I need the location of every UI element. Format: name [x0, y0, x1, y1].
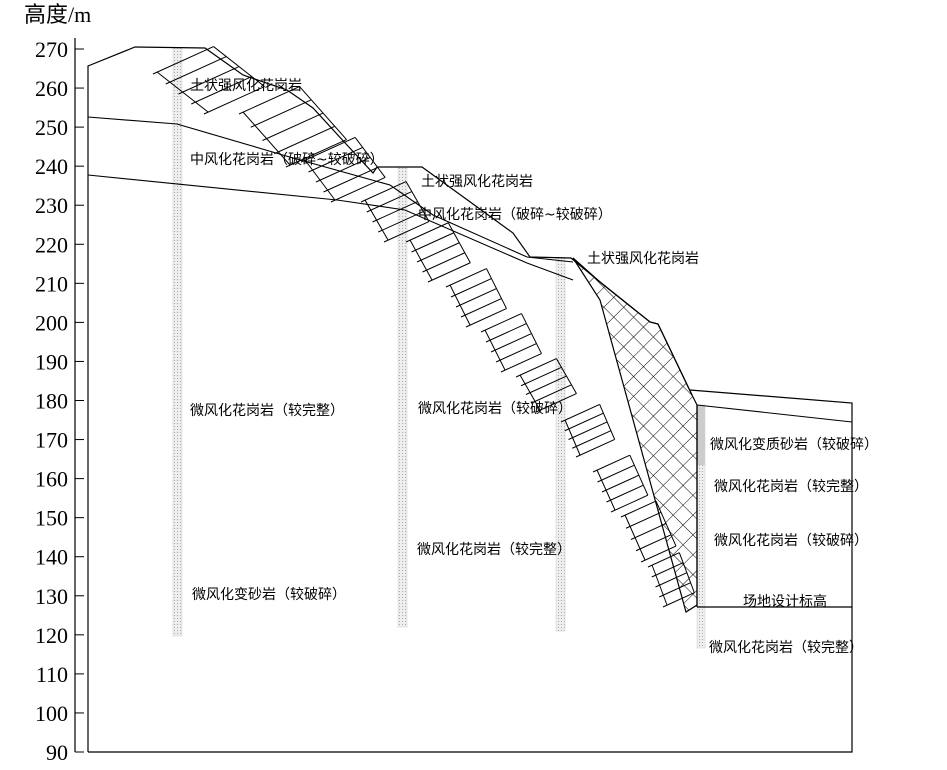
anchor-row: [647, 552, 695, 608]
y-tick-label: 180: [35, 389, 68, 414]
label-strong-weathered-2: 土状强风化花岗岩: [421, 174, 533, 190]
y-tick-label: 250: [35, 115, 68, 140]
label-strong-weathered-3: 土状强风化花岗岩: [587, 251, 699, 267]
label-sandstone-1: 微风化变砂岩（较破碎）: [192, 587, 346, 603]
y-tick-label: 190: [35, 349, 68, 374]
backfill-zone: [572, 257, 698, 613]
y-tick-label: 160: [35, 467, 68, 492]
anchor-row: [620, 500, 677, 563]
anchor-rows: [152, 46, 695, 608]
anchor-row: [480, 313, 542, 373]
y-tick-label: 90: [46, 740, 68, 765]
anchor-row: [360, 181, 430, 243]
y-axis-title: 高度/m: [24, 2, 91, 27]
label-slight-weathered-6: 微风化花岗岩（较完整）: [709, 640, 863, 656]
anchor-row: [300, 136, 386, 203]
y-tick-label: 210: [35, 271, 68, 296]
label-moderate-weathered-1: 中风化花岗岩（破碎~较破碎）: [190, 152, 384, 168]
y-tick-label: 140: [35, 545, 68, 570]
label-slight-weathered-4: 微风化花岗岩（较完整）: [714, 479, 868, 495]
y-tick-label: 240: [35, 154, 68, 179]
borehole-1: [172, 47, 183, 637]
label-slight-weathered-3: 微风化花岗岩（较完整）: [417, 542, 571, 558]
label-design-elevation: 场地设计标高: [743, 593, 827, 610]
borehole-3: [555, 257, 566, 632]
y-tick-label: 110: [36, 662, 68, 687]
label-slight-weathered-2: 微风化花岗岩（较破碎）: [418, 401, 572, 417]
label-strong-weathered-1: 土状强风化花岗岩: [190, 78, 302, 94]
section-boundary: [88, 389, 853, 753]
borehole-2: [397, 167, 408, 628]
borehole-4-sandstone: [697, 405, 705, 465]
y-axis: 270 260 250 240 230 220 210 200 190 180 170 160 150 1…: [35, 37, 84, 765]
label-slight-weathered-1: 微风化花岗岩（较完整）: [190, 403, 344, 419]
anchor-row: [405, 222, 471, 283]
y-tick-label: 120: [35, 623, 68, 648]
label-slight-weathered-5: 微风化花岗岩（较破碎）: [714, 533, 868, 549]
layer-boundary-2: [87, 174, 574, 281]
anchor-row: [560, 403, 616, 458]
anchor-row: [238, 86, 347, 168]
anchor-row: [152, 46, 265, 115]
y-tick-label: 130: [35, 584, 68, 609]
y-tick-label: 260: [35, 76, 68, 101]
y-tick-label: 230: [35, 193, 68, 218]
y-tick-label: 270: [35, 37, 68, 62]
label-sandstone-2: 微风化变质砂岩（较破碎）: [710, 437, 878, 453]
label-moderate-weathered-2: 中风化花岗岩（破碎~较破碎）: [418, 207, 612, 223]
ground-surface: [87, 46, 693, 752]
y-tick-label: 200: [35, 310, 68, 335]
layer-boundary-1: [87, 116, 574, 263]
y-tick-label: 170: [35, 428, 68, 453]
y-tick-label: 100: [35, 701, 68, 726]
anchor-row: [592, 454, 649, 513]
anchor-row: [515, 358, 577, 413]
y-tick-label: 220: [35, 232, 68, 257]
anchor-row: [445, 268, 507, 328]
y-tick-label: 150: [35, 506, 68, 531]
layer-boundary-3: [696, 404, 853, 423]
